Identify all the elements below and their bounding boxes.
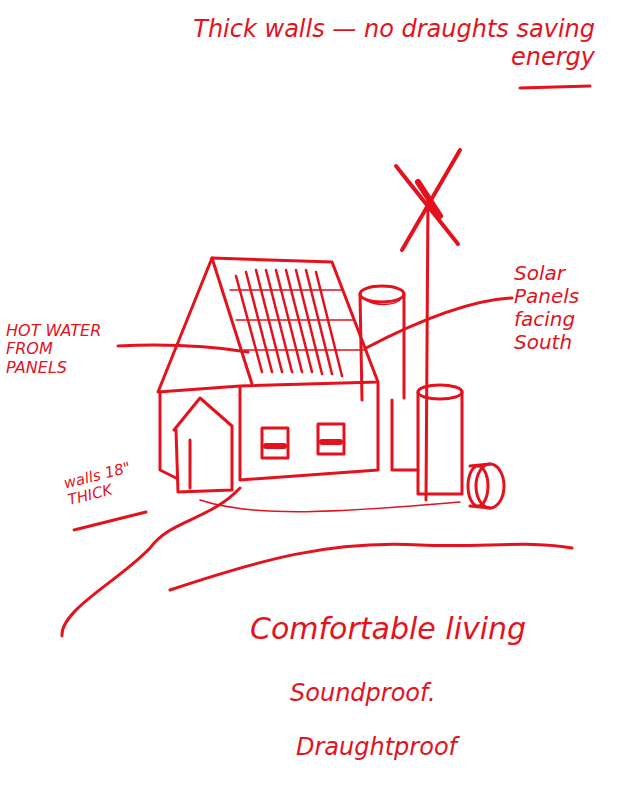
soundproof-note: Soundproof.	[290, 680, 590, 708]
wall-thickness-note: walls 18" THICK	[62, 454, 158, 509]
draughtproof-note: Draughtproof	[296, 734, 596, 762]
hot-water-note: HOT WATER FROM PANELS	[6, 322, 118, 377]
solar-panel-note: Solar Panels facing South	[514, 262, 636, 354]
heading-note: Thick walls — no draughts saving energy	[160, 16, 595, 71]
comfort-note: Comfortable living	[250, 612, 590, 647]
